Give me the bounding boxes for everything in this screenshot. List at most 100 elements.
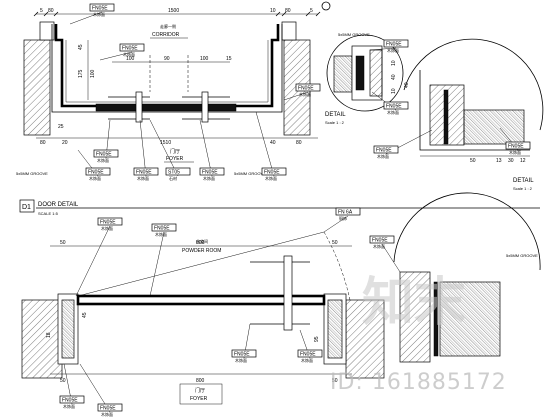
dim-inner-0: 100 bbox=[126, 56, 135, 62]
detail-a-dim-1: 40 bbox=[391, 74, 397, 80]
bottom-tag-name: FN05E bbox=[372, 238, 388, 244]
detail-b-dim-0: 40 bbox=[404, 82, 410, 88]
dim-top-1: 80 bbox=[48, 8, 54, 14]
detail-b-arc bbox=[403, 38, 544, 131]
door-swing-leaf bbox=[77, 231, 325, 297]
bottom-dim-top-1: 800 bbox=[196, 240, 205, 246]
powder-room-cn: 化妆间 bbox=[196, 238, 208, 244]
bottom-tag-sub: 木饰面 bbox=[155, 231, 167, 237]
title-text: DOOR DETAIL bbox=[38, 202, 79, 208]
groove-detail: 5x5MM GROOVE bbox=[338, 32, 370, 37]
bottom-tag-name: FN 6A bbox=[338, 210, 353, 216]
detail-c-stone bbox=[439, 281, 501, 357]
bottom-groove: 5x5MM GROOVE bbox=[506, 253, 538, 258]
detail-a-dim-2: 10 bbox=[391, 88, 397, 94]
bottom-tag-name: FN05E bbox=[100, 406, 116, 412]
bottom-tag-name: FN05E bbox=[100, 220, 116, 226]
bottom-right-wall bbox=[345, 299, 385, 379]
frame-inner bbox=[65, 40, 269, 103]
bottom-tag-sub: 木饰面 bbox=[101, 411, 113, 417]
top-tag-sub: 木饰面 bbox=[89, 175, 101, 181]
watermark-id: ID: 161885172 bbox=[330, 370, 507, 395]
dim-tick bbox=[53, 11, 59, 17]
detail-b-dim-1: 50 bbox=[470, 158, 476, 164]
bottom-tag-sub: 木饰面 bbox=[373, 243, 385, 249]
title-scale: SCALE 1:5 bbox=[38, 211, 59, 216]
dim-mid-0: 80 bbox=[40, 140, 46, 146]
top-tag-sub: 木饰面 bbox=[97, 157, 109, 163]
top-tag-sub: 木饰面 bbox=[203, 175, 215, 181]
bottom-frame-left-fill bbox=[61, 299, 75, 359]
bottom-frame-right-fill bbox=[327, 299, 343, 359]
powder-room-label: POWDER ROOM bbox=[182, 248, 221, 254]
title-id-box bbox=[19, 199, 35, 213]
watermark: 知末 ID: 161885172 bbox=[330, 273, 507, 395]
dim-top-3: 10 bbox=[270, 8, 276, 14]
door-leaf bbox=[95, 103, 237, 112]
detail-b-stone bbox=[463, 109, 525, 145]
bottom-foyer-box bbox=[179, 383, 223, 405]
foyer-label-cn: 门厅 bbox=[170, 148, 180, 155]
dim-tick bbox=[315, 11, 321, 17]
top-tag-sub: 木饰面 bbox=[299, 91, 311, 97]
detail-a-tag-name: FN05E bbox=[386, 104, 402, 110]
dim-mid-2: 1510 bbox=[160, 140, 171, 146]
bottom-tag-sub: 木饰面 bbox=[235, 357, 247, 363]
bottom-dim-bot-0: 50 bbox=[60, 378, 66, 384]
detail-a-circle bbox=[326, 34, 404, 112]
dim-inner-1: 90 bbox=[164, 56, 170, 62]
bottom-plan: 50 800 50 50 800 50 18 95 45 化妆间 POWDER … bbox=[21, 192, 541, 417]
dim-tick bbox=[33, 11, 39, 17]
detail-a-dim-0: 10 bbox=[391, 60, 397, 66]
detail-c-strip bbox=[433, 281, 439, 357]
detail-b-tag-name: FN05E bbox=[508, 144, 524, 150]
detail-b-tag-name: FN05E bbox=[376, 148, 392, 154]
detail-b-edge bbox=[419, 70, 530, 151]
dim-tick bbox=[305, 11, 311, 17]
detail-b-label: DETAIL bbox=[513, 178, 534, 184]
detail-a-scale: Scale 1 : 2 bbox=[325, 120, 345, 125]
top-tag-sub: 石材 bbox=[169, 175, 177, 181]
bottom-tag-sub: 铜饰 bbox=[339, 215, 347, 221]
bottom-dim-v-1: 95 bbox=[314, 336, 320, 342]
dim-inner-3: 15 bbox=[226, 56, 232, 62]
detail-b-dim-3: 30 bbox=[508, 158, 514, 164]
right-post bbox=[281, 21, 297, 41]
title-block: D1 DOOR DETAIL SCALE 1:5 bbox=[19, 199, 540, 216]
top-tag-sub: 木饰面 bbox=[93, 11, 105, 17]
bottom-foyer-label: FOYER bbox=[190, 396, 208, 402]
top-tag-name: FN05E bbox=[92, 6, 108, 12]
detail-a-infill bbox=[369, 49, 383, 97]
top-tag-name: FN05E bbox=[96, 152, 112, 158]
detail-a-label: DETAIL bbox=[325, 112, 346, 118]
dim-mid-3: 40 bbox=[270, 140, 276, 146]
top-tag-name: FN05E bbox=[202, 170, 218, 176]
top-tag-name: ST05 bbox=[168, 170, 180, 176]
bottom-tag-sub: 木饰面 bbox=[63, 403, 75, 409]
dim-tick bbox=[281, 11, 287, 17]
detail-b-dim-4: 12 bbox=[520, 158, 526, 164]
top-tag-name: FN05E bbox=[88, 170, 104, 176]
foyer-label: FOYER bbox=[166, 156, 184, 162]
dim-mid-4: 80 bbox=[296, 140, 302, 146]
detail-a-tag-sub: 木饰面 bbox=[387, 109, 399, 115]
detail-b-dim-2: 13 bbox=[496, 158, 502, 164]
bottom-tag-sub: 木饰面 bbox=[101, 225, 113, 231]
